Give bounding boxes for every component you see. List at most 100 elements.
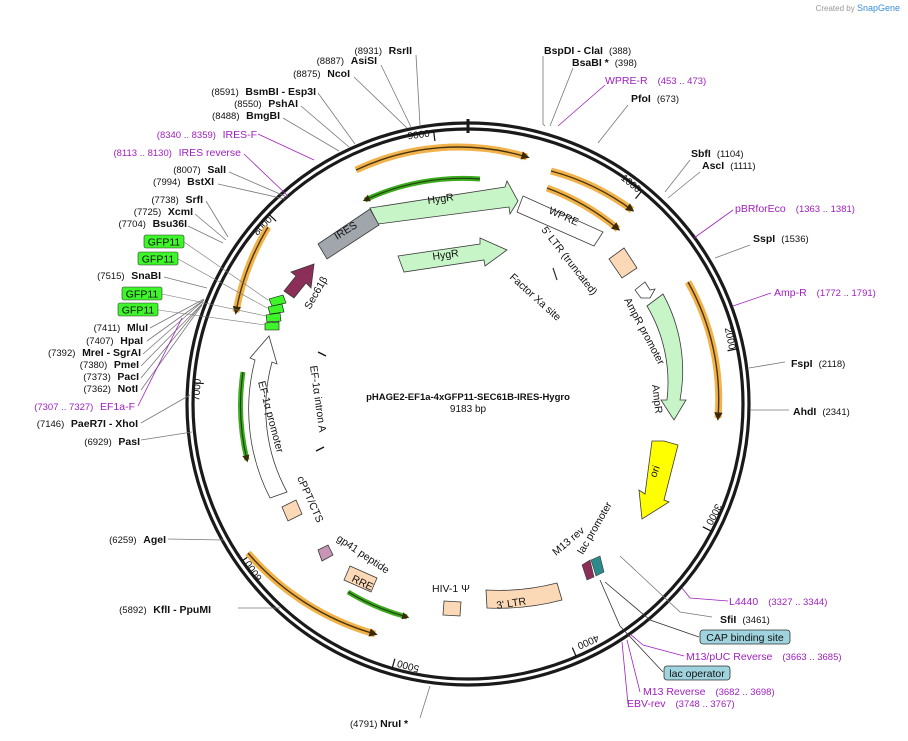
gfp11-box-4	[117, 302, 159, 317]
gp41-block	[317, 544, 334, 562]
cap-leader	[604, 581, 700, 638]
gfp11-leader-3	[161, 293, 267, 317]
tick-mark-4000	[571, 647, 577, 658]
ef1a-intron-marker-top	[317, 351, 327, 357]
hiv-psi-label: HIV-1 Ψ	[432, 583, 470, 595]
leader-line-mrei	[142, 300, 204, 355]
site-snabi: (7515) SnaBI	[97, 270, 161, 282]
site-ahdi: AhdI(2341)	[793, 406, 850, 418]
ampr-arrow	[646, 293, 687, 421]
primer-line-wpre-r	[557, 84, 606, 127]
site-nrui-: (4791) NruI *	[350, 718, 409, 730]
site-bsmbi-esp3i: (8591) BsmBI - Esp3I	[211, 86, 316, 98]
leader-line-bspdi	[542, 56, 546, 127]
primer-line-m13rev	[626, 639, 641, 693]
ampr-promoter-arrow	[634, 281, 656, 299]
site-agei: (6259) AgeI	[109, 534, 166, 546]
primer-line-amp-r	[732, 292, 772, 307]
ltr5-block	[608, 247, 638, 279]
leader-line-nrui	[419, 685, 431, 719]
factor-xa-marker	[552, 267, 558, 281]
primer-pbrforeco: pBRforEco(1363 .. 1381)	[735, 203, 855, 215]
site-srfi: (7738) SrfI	[151, 194, 203, 206]
orange-arc-2	[550, 167, 635, 213]
tick-mark-2000	[727, 348, 738, 352]
leader-lines	[140, 54, 789, 719]
site-asisi: (8887) AsiSI	[317, 55, 377, 67]
orange-arc-2-line	[550, 170, 635, 212]
primer-ef1a-f: (7307 .. 7327) EF1a-F	[34, 401, 135, 413]
leader-line-hpai	[146, 299, 205, 342]
sec61b-arrow	[283, 263, 315, 299]
primer-line-pbrforeco	[693, 209, 734, 239]
site-pfoi: PfoI(673)	[631, 93, 679, 105]
cppt-block	[281, 499, 303, 522]
primer-wpre-r: WPRE-R(453 .. 473)	[605, 75, 706, 87]
gfp11-leader-4	[157, 309, 266, 326]
primer-line-ires-f	[257, 133, 315, 161]
primer-m13-puc-reverse: M13/pUC Reverse(3663 .. 3685)	[686, 651, 842, 663]
leader-line-asci	[667, 171, 701, 199]
ef1a-intron-label: EF-1α intron A	[307, 365, 328, 433]
cap-binding-label: CAP binding site	[706, 632, 784, 644]
cppt-label: cPPT/CTS	[294, 474, 325, 524]
leader-line-paer7i	[140, 394, 191, 424]
snapgene-watermark: Created by SnapGene	[816, 3, 900, 13]
orange-arc-3-line	[546, 187, 621, 231]
gfp11-mark-3	[265, 312, 282, 323]
site-asci: AscI(1111)	[702, 160, 756, 172]
site-fspi: FspI(2118)	[791, 358, 845, 370]
leader-line-sbfi	[664, 159, 691, 193]
tick-mark-7000	[193, 382, 204, 385]
ltr3-label: 3' LTR	[496, 595, 528, 612]
site-bsabi-: BsaBI *(398)	[572, 57, 637, 69]
site-pasi: (6929) PasI	[84, 436, 140, 448]
leader-line-noti	[140, 304, 203, 391]
site-bmgbi: (8488) BmgBI	[212, 110, 280, 122]
site-sbfi: SbfI(1104)	[691, 148, 744, 160]
rre-block	[343, 565, 378, 593]
gfp11-labels: GFP11 GFP11 GFP11 GFP11	[117, 234, 269, 326]
leader-line-pasi	[140, 431, 193, 441]
site-kfli-ppumi: (5892) KflI - PpuMI	[119, 604, 211, 616]
site-paci: (7373) PacI	[83, 371, 139, 383]
gfp11-leader-1	[183, 241, 269, 301]
factor-xa-label: Factor Xa site	[507, 271, 563, 323]
sites-right-layer: BspDI - ClaI(388)BsaBI *(398)PfoI(673)Sb…	[350, 45, 850, 730]
leader-line-sspi	[714, 244, 751, 259]
leader-line-sali	[228, 171, 288, 198]
m13-rev-feature	[581, 559, 595, 581]
tick-label-7000: 7000	[191, 378, 204, 401]
primer-ires-reverse: (8113 .. 8130) IRES reverse	[113, 147, 241, 159]
ef1a-intron-marker-bottom	[315, 446, 325, 452]
primer-ires-f: (8340 .. 8359) IRES-F	[157, 129, 257, 141]
lac-operator-box	[663, 665, 731, 681]
leader-line-rsrii	[415, 54, 421, 126]
leader-line-snabi	[163, 276, 208, 289]
leader-line-bmgbi	[282, 117, 340, 152]
lac-promoter-feature	[590, 555, 605, 577]
orange-arc-4-line	[687, 281, 723, 421]
lacop-leader	[599, 579, 664, 673]
site-xcmi: (7725) XcmI	[134, 206, 193, 218]
primer-leader-lines	[137, 84, 772, 705]
primer-line-m13puc	[629, 633, 685, 657]
ori-label: ori	[648, 464, 663, 479]
green-arrows	[238, 175, 481, 620]
site-pmei: (7380) PmeI	[80, 359, 139, 371]
sites-left-layer: (8931) RsrII(8887) AsiSI(8875) NcoI(8591…	[37, 45, 412, 616]
tick-label-1000: 1000	[618, 173, 643, 196]
leader-line-bsabi	[549, 67, 574, 127]
leader-line-asisi	[380, 64, 412, 128]
site-pshai: (8550) PshAI	[234, 98, 298, 110]
tick-mark-3000	[702, 526, 712, 532]
gfp11-text-4: GFP11	[122, 305, 155, 317]
primer-amp-r: Amp-R(1772 .. 1791)	[774, 287, 876, 299]
site-sspi: SspI(1536)	[753, 233, 809, 245]
leader-line-fspi	[748, 361, 786, 369]
plasmid-size: 9183 bp	[450, 404, 487, 415]
boxed-features: CAP binding site lac operator	[663, 629, 791, 681]
leader-line-agei	[167, 538, 225, 541]
leader-line-bstxi	[217, 183, 286, 200]
green-arc-left-line	[239, 371, 250, 463]
